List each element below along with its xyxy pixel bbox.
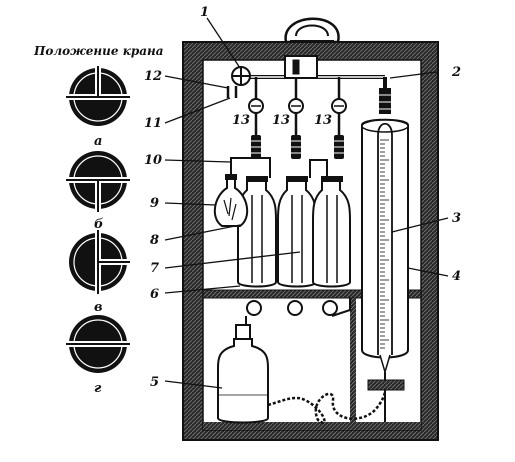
stopcocks [248, 77, 347, 114]
callout-7: 7 [150, 261, 159, 276]
callout-11: 11 [144, 116, 162, 131]
absorption-vessels [230, 113, 351, 288]
tap-position-b-symbol [66, 151, 130, 212]
tap-position-b-label: б [94, 217, 104, 232]
tap-position-g-label: г [94, 381, 102, 396]
callout-2: 2 [451, 65, 461, 80]
callouts: 1 2 3 4 5 6 7 8 9 10 11 12 13 13 13 [144, 5, 461, 390]
tap-position-a-label: а [94, 134, 102, 149]
legend-title: Положение крана [33, 44, 164, 58]
callout-3: 3 [452, 211, 461, 226]
callout-13-right: 13 [314, 113, 332, 128]
callout-6: 6 [150, 287, 159, 302]
callout-1: 1 [200, 5, 209, 20]
three-way-tap [226, 66, 251, 98]
callout-4: 4 [452, 269, 461, 284]
callout-10: 10 [144, 153, 162, 168]
tap-position-legend: Положение крана а б [33, 44, 164, 396]
manifold-pipe [235, 55, 387, 95]
tap-position-v-label: в [94, 300, 103, 315]
tap-position-v-symbol [69, 230, 130, 294]
flask [213, 165, 249, 227]
rubber-hose [267, 389, 387, 424]
tap-position-g-symbol [66, 315, 130, 373]
leveling-bottle [217, 324, 269, 424]
leader-lines [164, 17, 449, 389]
callout-8: 8 [150, 233, 159, 248]
callout-13-middle: 13 [272, 113, 290, 128]
callout-5: 5 [150, 375, 159, 390]
callout-12: 12 [144, 69, 162, 84]
carry-handle [284, 17, 340, 44]
callout-9: 9 [150, 196, 159, 211]
callout-13-left: 13 [232, 113, 250, 128]
tap-position-a-symbol [66, 66, 130, 126]
